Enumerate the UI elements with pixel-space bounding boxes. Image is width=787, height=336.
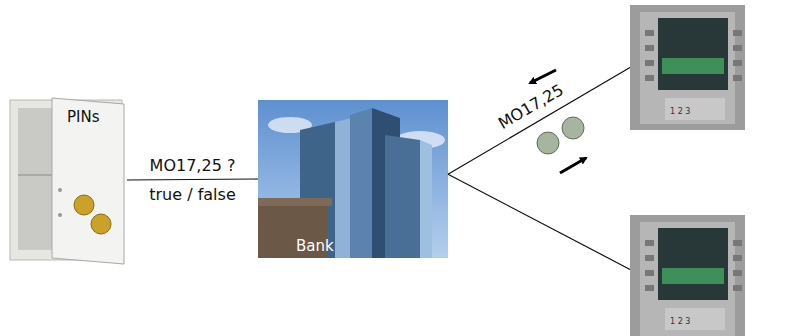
connector-line	[127, 179, 258, 180]
coins	[537, 117, 584, 154]
safe-picture	[10, 98, 124, 264]
connector-line	[448, 174, 630, 269]
node-text: 1 2 3	[670, 108, 690, 117]
response-label: true / false	[147, 186, 237, 204]
connector-line	[448, 68, 630, 175]
node-text: PINs	[67, 109, 100, 126]
request-arrow	[530, 70, 556, 83]
atm-picture	[630, 5, 745, 336]
safe-node: PINs	[5, 95, 127, 265]
node-text: 1 2 3	[670, 318, 690, 327]
bank-node: Bank	[258, 100, 448, 258]
atm-node: 1 2 3	[630, 5, 745, 130]
node-text: Bank	[296, 238, 334, 255]
money-arrow	[560, 158, 586, 173]
atm-node: 1 2 3	[630, 215, 745, 336]
bank-picture	[258, 100, 448, 258]
edge-label: MO17,25 ?	[148, 157, 238, 175]
